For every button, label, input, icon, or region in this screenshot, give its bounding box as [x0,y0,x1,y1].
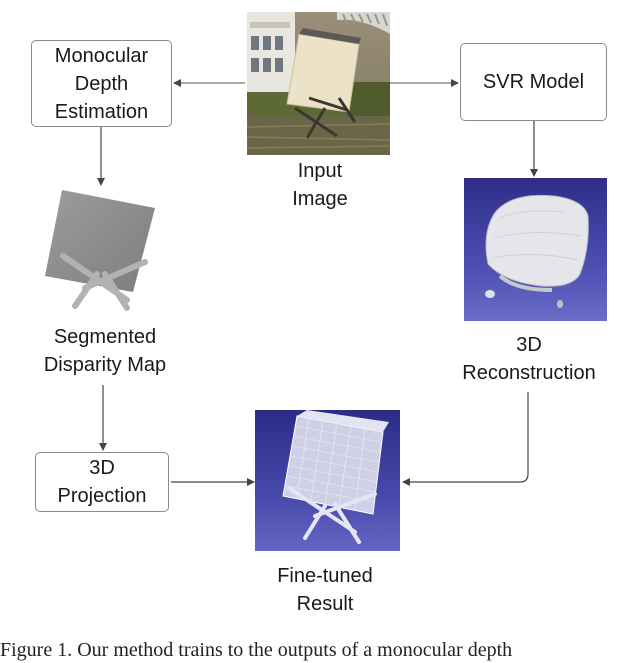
projection-box: 3D Projection [35,452,169,512]
svr-model-box: SVR Model [460,43,607,121]
disparity-map-image [35,188,165,316]
projection-label: 3D Projection [57,457,147,507]
fine-tuned-result-label: Fine-tuned Result [277,565,373,615]
input-image-photo [247,12,390,155]
reconstruction-label: 3D Reconstruction [462,334,596,384]
disparity-map-label: Segmented Disparity Map [43,326,167,376]
input-image-label: Input Image [292,160,348,210]
svr-model-label: SVR Model [482,71,585,93]
arrow-reconstruction-to-result [402,392,529,486]
figure-caption: Figure 1. Our method trains to the outpu… [0,639,513,661]
depth-estimation-box: Monocular Depth Estimation [31,40,172,127]
fine-tuned-result-render [255,410,400,551]
depth-estimation-label: Monocular Depth Estimation [54,44,149,123]
reconstruction-render [464,178,607,321]
